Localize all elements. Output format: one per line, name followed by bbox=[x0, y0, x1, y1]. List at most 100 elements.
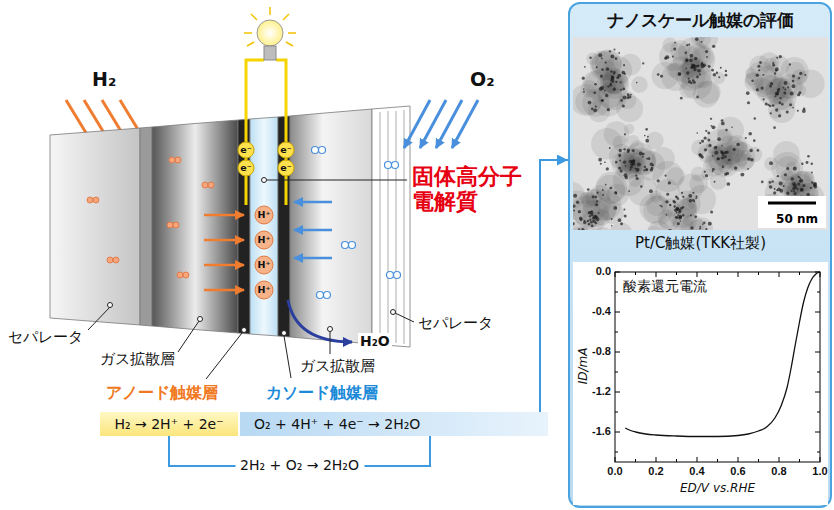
molecule bbox=[167, 222, 173, 228]
proton-mark: H⁺ bbox=[258, 260, 271, 270]
platinum-particle bbox=[595, 203, 598, 206]
platinum-particle bbox=[666, 193, 669, 196]
platinum-particle bbox=[620, 99, 623, 102]
reduction-curve bbox=[625, 272, 820, 437]
platinum-particle bbox=[589, 219, 591, 221]
platinum-particle bbox=[678, 73, 681, 76]
platinum-particle bbox=[573, 222, 575, 226]
leader-line bbox=[284, 336, 291, 378]
platinum-particle bbox=[623, 148, 625, 150]
platinum-particle bbox=[622, 104, 625, 107]
platinum-particle bbox=[733, 148, 736, 151]
platinum-particle bbox=[716, 157, 719, 160]
platinum-particle bbox=[789, 103, 792, 106]
carbon-grain bbox=[599, 81, 628, 110]
platinum-particle bbox=[773, 191, 776, 194]
light-bulb bbox=[244, 7, 296, 60]
platinum-particle bbox=[759, 61, 762, 64]
platinum-particle bbox=[676, 212, 678, 214]
separator-edge bbox=[140, 127, 152, 326]
oxygen-molecules bbox=[312, 147, 401, 299]
particle-clusters bbox=[573, 37, 828, 230]
proton-dot bbox=[255, 281, 273, 299]
platinum-particle bbox=[691, 64, 693, 66]
platinum-particle bbox=[680, 97, 683, 100]
leader-line bbox=[206, 333, 242, 379]
carbon-grain bbox=[584, 193, 597, 206]
platinum-particle bbox=[791, 177, 794, 180]
platinum-particle bbox=[774, 95, 776, 97]
platinum-particle bbox=[756, 88, 759, 91]
platinum-particle bbox=[799, 179, 803, 183]
platinum-particle bbox=[629, 169, 631, 171]
platinum-particle bbox=[757, 149, 760, 152]
platinum-particle bbox=[789, 63, 791, 65]
platinum-particle bbox=[624, 214, 627, 217]
platinum-particle bbox=[645, 128, 648, 131]
carbon-grain bbox=[631, 76, 648, 93]
platinum-particle bbox=[665, 200, 668, 203]
platinum-particle bbox=[746, 91, 750, 95]
tick bbox=[615, 312, 620, 313]
platinum-particle bbox=[761, 86, 764, 89]
platinum-particle bbox=[703, 136, 706, 139]
proton-arrow bbox=[204, 289, 244, 292]
electron-dot bbox=[238, 142, 254, 158]
oxygen-arrow bbox=[294, 257, 332, 260]
electron-dot bbox=[238, 160, 254, 176]
platinum-particle bbox=[811, 181, 813, 183]
platinum-particle bbox=[618, 218, 622, 222]
platinum-particle bbox=[589, 56, 592, 59]
platinum-particle bbox=[692, 199, 695, 202]
platinum-particle bbox=[672, 56, 674, 58]
tick-label: -1.2 bbox=[571, 385, 611, 399]
platinum-particle bbox=[799, 72, 802, 75]
platinum-particle bbox=[594, 215, 598, 219]
platinum-particle bbox=[673, 201, 676, 204]
molecule bbox=[177, 272, 183, 278]
platinum-particle bbox=[800, 188, 804, 192]
platinum-particle bbox=[601, 99, 604, 102]
platinum-particle bbox=[640, 185, 643, 188]
oxygen-arrow bbox=[404, 100, 430, 148]
tick bbox=[738, 272, 739, 277]
platinum-particle bbox=[757, 65, 760, 68]
platinum-particle bbox=[751, 79, 754, 82]
platinum-particle bbox=[610, 70, 612, 72]
platinum-particle bbox=[772, 64, 775, 67]
platinum-particle bbox=[814, 185, 817, 188]
platinum-particle bbox=[610, 83, 612, 85]
evaluation-panel-text: ナノスケール触媒の評価 bbox=[570, 9, 830, 32]
platinum-particle bbox=[696, 76, 699, 79]
groove bbox=[387, 111, 389, 342]
molecule bbox=[93, 197, 99, 203]
platinum-particle bbox=[731, 126, 733, 128]
image-caption: Pt/C触媒(TKK社製) bbox=[573, 234, 828, 253]
tick bbox=[779, 272, 780, 277]
platinum-particle bbox=[686, 44, 688, 46]
platinum-particle bbox=[765, 102, 768, 105]
platinum-particle bbox=[770, 82, 773, 85]
part-label: セパレータ bbox=[418, 314, 493, 333]
platinum-particle bbox=[715, 146, 717, 148]
ray bbox=[269, 7, 271, 15]
leader-line bbox=[178, 321, 199, 352]
oxygen-inlet-arrows bbox=[404, 100, 478, 148]
wire bbox=[276, 60, 286, 205]
platinum-particle bbox=[678, 211, 681, 214]
chart-frame-text: 酸素還元電流 bbox=[623, 278, 707, 296]
carbon-grain bbox=[681, 69, 712, 100]
tick bbox=[656, 457, 657, 462]
platinum-particle bbox=[576, 200, 579, 203]
platinum-particle bbox=[761, 181, 764, 184]
tick bbox=[815, 392, 820, 393]
molecule bbox=[169, 157, 175, 163]
platinum-particle bbox=[779, 189, 783, 193]
platinum-particle bbox=[721, 122, 725, 126]
carbon-grain bbox=[706, 129, 733, 156]
platinum-particle bbox=[688, 194, 692, 198]
platinum-particle bbox=[802, 184, 805, 187]
carbon-grain bbox=[593, 227, 613, 230]
platinum-particle bbox=[721, 157, 724, 160]
platinum-particle bbox=[806, 193, 810, 197]
